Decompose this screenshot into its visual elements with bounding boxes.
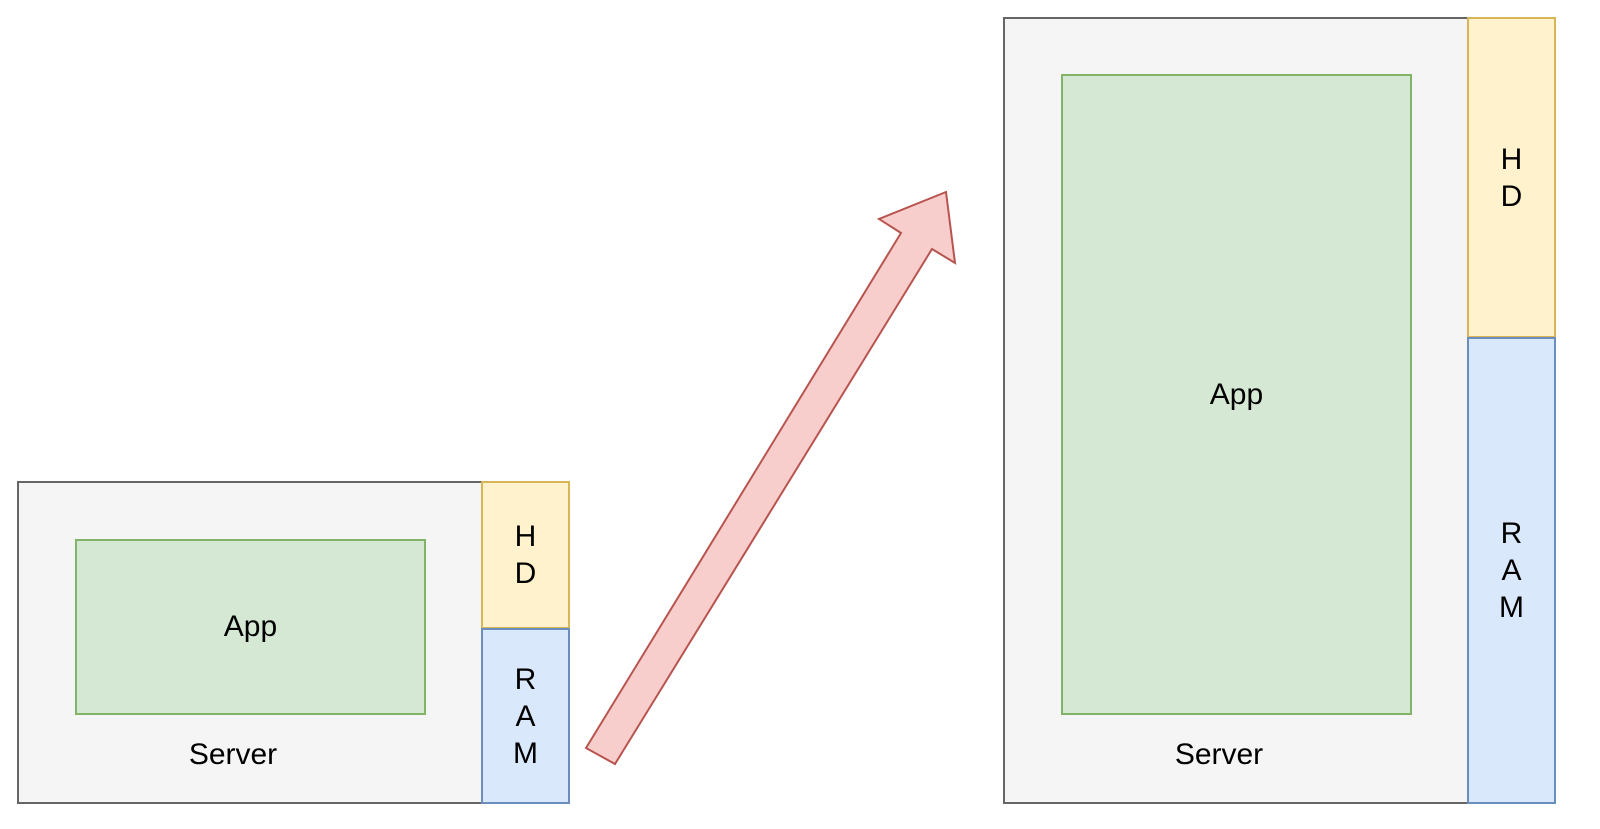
large-hd-label: HD [1500, 142, 1523, 213]
small-hd-box: HD [481, 481, 570, 629]
large-server-label: Server [1174, 738, 1264, 771]
large-app-label: App [1209, 377, 1264, 411]
large-ram-label: RAM [1499, 517, 1524, 624]
large-hd-box: HD [1467, 17, 1556, 338]
small-app-label: App [223, 610, 278, 643]
small-ram-box: RAM [481, 628, 570, 804]
large-app-box: App [1061, 74, 1412, 715]
small-ram-label: RAM [513, 662, 538, 770]
large-ram-box: RAM [1467, 337, 1556, 804]
small-server-label: Server [188, 738, 278, 771]
small-hd-label: HD [514, 520, 537, 590]
small-app-box: App [75, 539, 426, 715]
scale-up-arrow-shape [584, 190, 957, 766]
